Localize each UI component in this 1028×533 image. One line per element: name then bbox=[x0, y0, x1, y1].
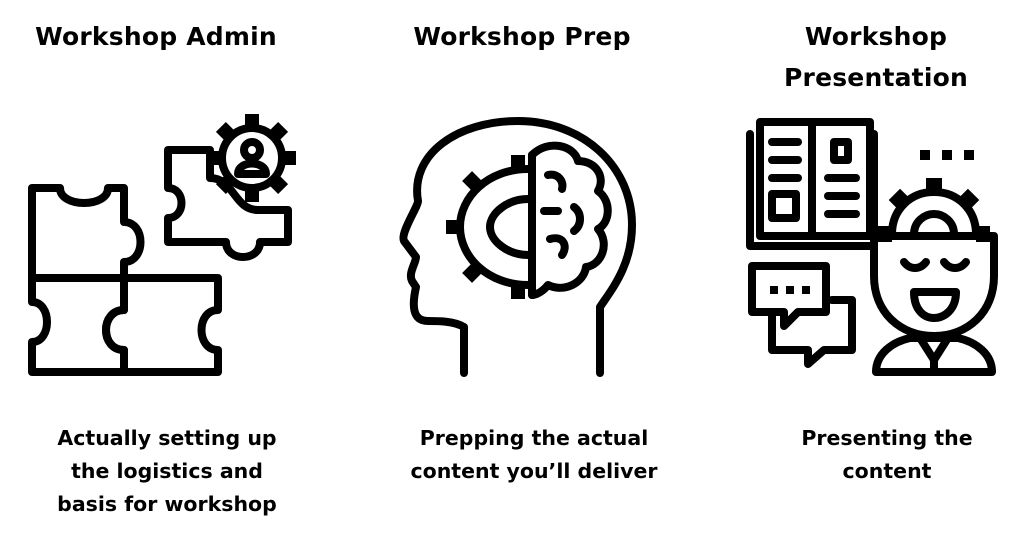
description-line: basis for workshop bbox=[57, 492, 277, 516]
description-line: content bbox=[842, 459, 932, 483]
puzzle-gear-icon bbox=[28, 114, 296, 376]
head-brain-gear-icon bbox=[399, 117, 636, 377]
column-title-admin: Workshop Admin bbox=[20, 16, 292, 57]
description-line: Presenting the bbox=[801, 426, 973, 450]
presenter-book-icon bbox=[746, 118, 998, 376]
column-title-presentation: Workshop Presentation bbox=[760, 16, 992, 98]
column-description-admin: Actually setting up the logistics and ba… bbox=[36, 422, 298, 521]
title-line: Workshop Prep bbox=[413, 22, 631, 51]
column-description-prep: Prepping the actual content you’ll deliv… bbox=[386, 422, 682, 488]
description-line: Prepping the actual bbox=[419, 426, 649, 450]
title-line: Workshop bbox=[804, 22, 948, 51]
title-line: Workshop Admin bbox=[35, 22, 277, 51]
column-description-presentation: Presenting the content bbox=[772, 422, 1002, 488]
column-title-prep: Workshop Prep bbox=[400, 16, 644, 57]
description-line: content you’ll deliver bbox=[410, 459, 658, 483]
description-line: the logistics and bbox=[71, 459, 263, 483]
title-line: Presentation bbox=[784, 63, 968, 92]
description-line: Actually setting up bbox=[57, 426, 277, 450]
